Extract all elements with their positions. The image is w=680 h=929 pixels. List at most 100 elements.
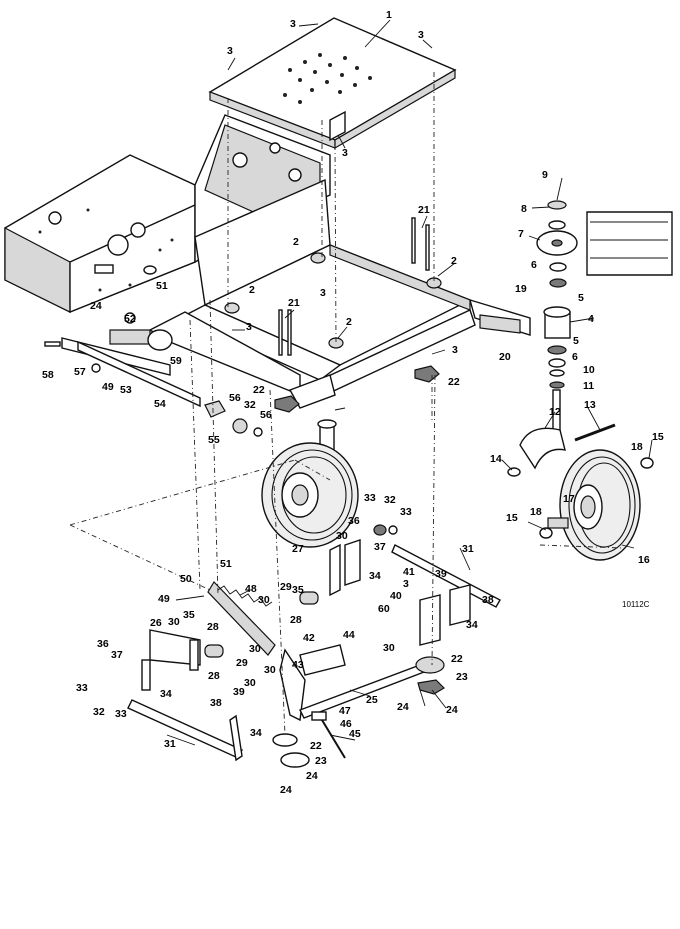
callout-12: 12 xyxy=(549,406,561,418)
callout-35: 35 xyxy=(183,609,195,621)
callout-42: 42 xyxy=(303,632,315,644)
bolts-21 xyxy=(278,217,430,356)
callout-38: 38 xyxy=(482,594,494,606)
callout-37: 37 xyxy=(374,541,386,553)
callout-30: 30 xyxy=(383,642,395,654)
callout-20: 20 xyxy=(499,351,511,363)
callout-29: 29 xyxy=(236,657,248,669)
callout-7: 7 xyxy=(518,228,524,240)
callout-41: 41 xyxy=(403,566,415,578)
callout-40: 40 xyxy=(390,590,402,602)
alignment-lines xyxy=(69,72,623,736)
callout-15: 15 xyxy=(506,512,518,524)
callout-3: 3 xyxy=(290,18,296,30)
callout-22: 22 xyxy=(310,740,322,752)
callout-18: 18 xyxy=(530,506,542,518)
callout-34: 34 xyxy=(160,688,172,700)
callout-30: 30 xyxy=(244,677,256,689)
callout-5: 5 xyxy=(578,292,584,304)
left-linkage xyxy=(44,312,263,437)
callout-16: 16 xyxy=(638,554,650,566)
callout-2: 2 xyxy=(249,284,255,296)
callout-26: 26 xyxy=(150,617,162,629)
callout-59: 59 xyxy=(170,355,182,367)
callout-30: 30 xyxy=(258,594,270,606)
callout-24: 24 xyxy=(397,701,409,713)
callout-51: 51 xyxy=(220,558,232,570)
callout-2: 2 xyxy=(346,316,352,328)
callout-3: 3 xyxy=(320,287,326,299)
callout-51: 51 xyxy=(156,280,168,292)
callout-31: 31 xyxy=(462,543,474,555)
callout-45: 45 xyxy=(349,728,361,740)
callout-3: 3 xyxy=(418,29,424,41)
callout-49: 49 xyxy=(102,381,114,393)
callout-3: 3 xyxy=(452,344,458,356)
main-seat-frame xyxy=(148,178,531,461)
callout-3: 3 xyxy=(227,45,233,57)
callout-32: 32 xyxy=(384,494,396,506)
leader-lines xyxy=(166,19,653,746)
caster-assembly-right xyxy=(507,200,673,477)
callout-5: 5 xyxy=(573,335,579,347)
callout-30: 30 xyxy=(264,664,276,676)
callout-17: 17 xyxy=(563,493,575,505)
callout-33: 33 xyxy=(115,708,127,720)
callout-34: 34 xyxy=(466,619,478,631)
seat-plate xyxy=(208,17,457,150)
callout-55: 55 xyxy=(208,434,220,446)
callout-24: 24 xyxy=(306,770,318,782)
wheel-center xyxy=(261,442,359,548)
callout-32: 32 xyxy=(93,706,105,718)
callout-30: 30 xyxy=(249,643,261,655)
callout-24: 24 xyxy=(90,300,102,312)
callout-49: 49 xyxy=(158,593,170,605)
callout-24: 24 xyxy=(280,784,292,796)
callout-56: 56 xyxy=(229,392,241,404)
callout-43: 43 xyxy=(292,659,304,671)
callout-44: 44 xyxy=(343,629,355,641)
callout-30: 30 xyxy=(168,616,180,628)
callout-9: 9 xyxy=(542,169,548,181)
callout-4: 4 xyxy=(588,313,594,325)
callout-54: 54 xyxy=(154,398,166,410)
callout-8: 8 xyxy=(521,203,527,215)
callout-29: 29 xyxy=(280,581,292,593)
callout-36: 36 xyxy=(97,638,109,650)
callout-22: 22 xyxy=(253,384,265,396)
callout-34: 34 xyxy=(369,570,381,582)
callout-28: 28 xyxy=(207,621,219,633)
drawing-reference-code: 10112C xyxy=(622,600,650,609)
fastener-block-a xyxy=(224,252,442,349)
callout-3: 3 xyxy=(403,578,409,590)
callout-30: 30 xyxy=(336,530,348,542)
callout-46: 46 xyxy=(340,718,352,730)
callout-3: 3 xyxy=(246,321,252,333)
callout-36: 36 xyxy=(348,515,360,527)
callout-23: 23 xyxy=(456,671,468,683)
callout-28: 28 xyxy=(208,670,220,682)
callout-48: 48 xyxy=(245,583,257,595)
callout-50: 50 xyxy=(180,573,192,585)
callout-2: 2 xyxy=(451,255,457,267)
callout-1: 1 xyxy=(386,9,392,21)
callout-22: 22 xyxy=(448,376,460,388)
lower-linkage xyxy=(127,524,501,768)
callout-33: 33 xyxy=(400,506,412,518)
callout-28: 28 xyxy=(290,614,302,626)
callout-56: 56 xyxy=(260,409,272,421)
callout-27: 27 xyxy=(292,543,304,555)
callout-38: 38 xyxy=(210,697,222,709)
callout-57: 57 xyxy=(74,366,86,378)
callout-37: 37 xyxy=(111,649,123,661)
callout-47: 47 xyxy=(339,705,351,717)
callout-14: 14 xyxy=(490,453,502,465)
callout-13: 13 xyxy=(584,399,596,411)
callout-32: 32 xyxy=(244,399,256,411)
callout-31: 31 xyxy=(164,738,176,750)
callout-22: 22 xyxy=(451,653,463,665)
callout-58: 58 xyxy=(42,369,54,381)
